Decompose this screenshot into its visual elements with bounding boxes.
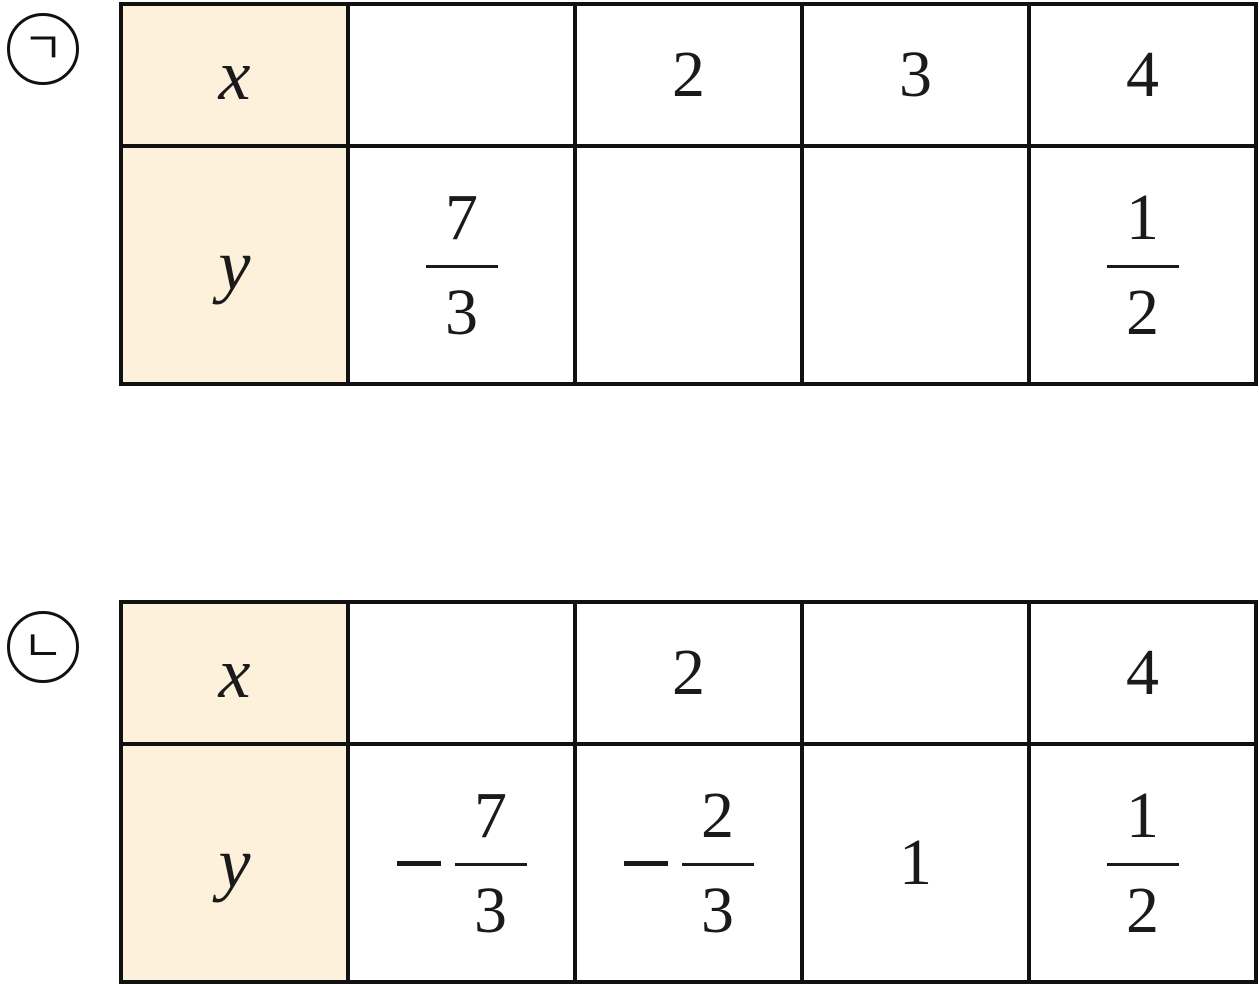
x-header-cell: x [119, 600, 350, 746]
y-header-cell: y [119, 144, 350, 386]
x-cell: 4 [1027, 600, 1258, 746]
circled-giyeok-marker: ㄱ [7, 13, 79, 85]
y-header-cell: y [119, 742, 350, 984]
minus-sign [396, 860, 441, 866]
y-cell: 7 3 [346, 144, 577, 386]
y-cell: 1 2 [1027, 742, 1258, 984]
x-cell: 2 [573, 600, 804, 746]
fraction-numerator: 1 [1126, 180, 1159, 254]
fraction-bar [1106, 264, 1179, 268]
fraction-numerator: 2 [701, 778, 734, 852]
fraction: 7 3 [396, 778, 527, 947]
fraction-bar [1106, 862, 1179, 866]
x-cell [346, 600, 577, 746]
y-row: y 7 3 1 2 [119, 144, 1258, 386]
fraction: 1 2 [1106, 778, 1179, 947]
fraction-denominator: 2 [1126, 873, 1159, 947]
fraction-denominator: 3 [701, 873, 734, 947]
y-cell [800, 144, 1031, 386]
fraction-numerator: 7 [474, 778, 507, 852]
minus-sign [623, 860, 668, 866]
fraction-denominator: 3 [445, 275, 478, 349]
x-cell: 4 [1027, 2, 1258, 148]
circled-nieun-marker: ㄴ [7, 611, 79, 683]
fraction-numerator: 7 [445, 180, 478, 254]
x-cell: 3 [800, 2, 1031, 148]
x-row: x 2 4 [119, 600, 1258, 746]
fraction: 2 3 [623, 778, 754, 947]
y-cell: 7 3 [346, 742, 577, 984]
y-cell: 1 [800, 742, 1031, 984]
fraction-bar [454, 862, 527, 866]
fraction-denominator: 3 [474, 873, 507, 947]
x-cell [346, 2, 577, 148]
y-cell: 2 3 [573, 742, 804, 984]
fraction-bar [681, 862, 754, 866]
x-row: x 2 3 4 [119, 2, 1258, 148]
fraction-denominator: 2 [1126, 275, 1159, 349]
y-cell: 1 2 [1027, 144, 1258, 386]
xy-table-nieun: x 2 4 y 7 3 [119, 600, 1258, 984]
x-header-cell: x [119, 2, 350, 148]
fraction-bar [425, 264, 498, 268]
fraction: 1 2 [1106, 180, 1179, 349]
fraction: 7 3 [425, 180, 498, 349]
xy-table-giyeok: x 2 3 4 y 7 3 1 [119, 2, 1258, 386]
y-row: y 7 3 2 3 [119, 742, 1258, 984]
x-cell: 2 [573, 2, 804, 148]
y-cell [573, 144, 804, 386]
x-cell [800, 600, 1031, 746]
fraction-numerator: 1 [1126, 778, 1159, 852]
